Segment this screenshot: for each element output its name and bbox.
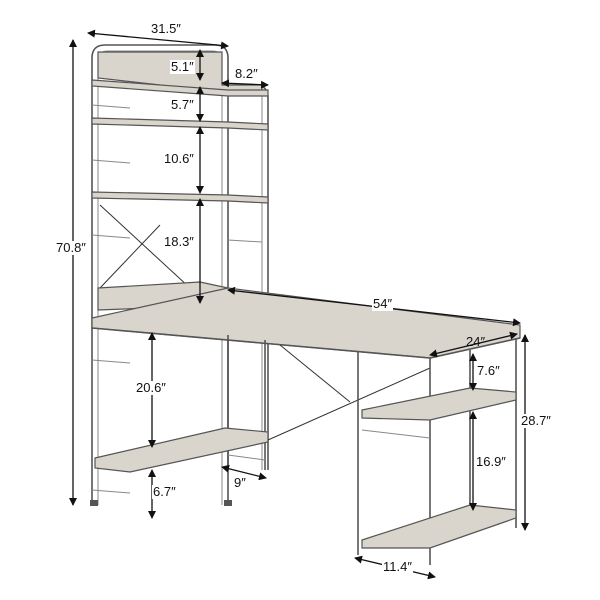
label-side-shelf-width: 11.4″ [382, 559, 413, 574]
label-desk-length: 54″ [372, 296, 394, 311]
label-top-shelf-depth: 8.2″ [235, 66, 258, 81]
label-shelf-gap-3: 18.3″ [163, 234, 195, 249]
dimension-lines [69, 29, 529, 580]
label-desk-depth: 24″ [466, 334, 486, 349]
label-shelf-gap-2: 10.6″ [163, 151, 195, 166]
label-top-board-height: 5.1″ [170, 59, 195, 74]
label-shelf-width: 31.5″ [151, 21, 181, 36]
label-side-shelf-gap-bottom: 16.9″ [475, 454, 507, 469]
label-under-desk-clearance: 20.6″ [135, 380, 167, 395]
label-side-shelf-gap-top: 7.6″ [477, 363, 500, 378]
label-bottom-shelf-clearance: 6.7″ [152, 484, 177, 499]
desk-body [91, 287, 521, 565]
label-desk-height: 28.7″ [520, 413, 552, 428]
label-total-height: 70.8″ [55, 240, 87, 255]
label-shelf-gap-1: 5.7″ [170, 97, 195, 112]
label-bottom-shelf-depth: 9″ [234, 475, 246, 490]
